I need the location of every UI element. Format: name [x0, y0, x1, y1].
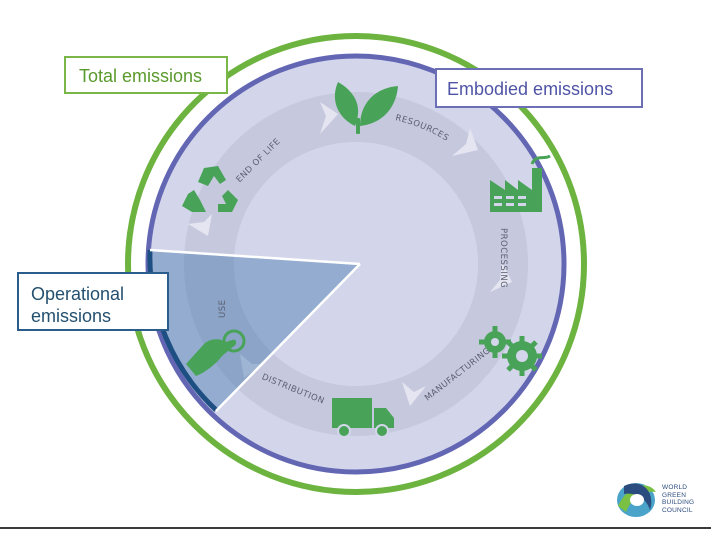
stage-label-processing: PROCESSING [498, 228, 508, 288]
total-emissions-text: Total emissions [79, 66, 203, 86]
bottom-divider [0, 527, 711, 529]
recycle-arrow [218, 190, 238, 212]
chevron [320, 102, 338, 134]
truck-cab [374, 408, 394, 428]
gears-icon [479, 326, 542, 376]
chevron [240, 354, 262, 378]
embodied-emissions-text: Embodied emissions [447, 79, 614, 99]
leaf-icon [334, 82, 398, 134]
operational-ring-segment [147, 249, 218, 412]
factory-window [518, 203, 526, 206]
logo-line: BUILDING [662, 499, 695, 506]
logo-swirl-navy [624, 483, 652, 510]
wgbc-logo [617, 483, 656, 517]
factory-smoke [530, 154, 551, 165]
factory-icon [490, 154, 551, 212]
logo-line: GREEN [662, 491, 687, 499]
leaf-large [334, 82, 359, 126]
chevron [490, 262, 512, 292]
factory-window [506, 203, 514, 206]
operational-emissions-line2: emissions [31, 306, 112, 326]
truck-wheel [375, 424, 389, 438]
factory-window [506, 196, 514, 199]
factory-window [518, 196, 526, 199]
operational-emissions-label: Operational emissions [17, 272, 169, 331]
chevron [402, 382, 426, 406]
logo-center [630, 494, 644, 506]
recycle-arrow [182, 190, 206, 212]
gear-large-hub-top [516, 350, 528, 362]
operational-emissions-line1: Operational [31, 284, 125, 304]
factory-window [494, 203, 502, 206]
truck-wheel [337, 424, 351, 438]
chevron [188, 214, 212, 236]
logo-line: WORLD [662, 484, 688, 491]
hand [186, 339, 237, 376]
stage-label-use: USE [218, 300, 228, 319]
recycle-icon [182, 166, 238, 212]
wedge-edge-bottom [215, 263, 361, 412]
truck-icon [332, 398, 394, 438]
gear-small-hub-top [491, 338, 499, 346]
wgbc-logo-text: WORLD GREEN BUILDING COUNCIL [662, 484, 694, 514]
hand-pointer-icon [186, 329, 246, 376]
truck-cargo [332, 398, 372, 428]
embodied-emissions-label: Embodied emissions [435, 68, 643, 108]
recycle-arrow [198, 166, 226, 186]
chevron [452, 128, 478, 156]
total-emissions-label: Total emissions [64, 56, 228, 94]
factory-building [490, 168, 542, 212]
factory-window [494, 196, 502, 199]
arrow-chevrons [188, 102, 512, 406]
leaf-stem [356, 118, 360, 134]
wedge-edge-top [149, 248, 361, 266]
logo-line: COUNCIL [662, 506, 693, 514]
leaf-small [360, 86, 398, 126]
